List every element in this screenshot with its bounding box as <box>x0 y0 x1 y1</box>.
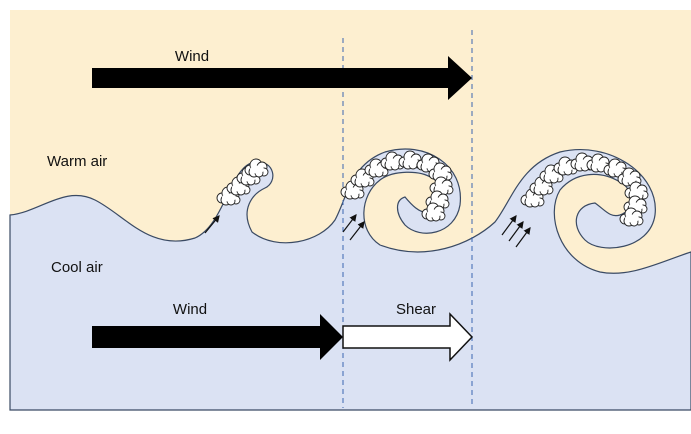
lower-wind-label: Wind <box>173 301 207 318</box>
upper-wind-label: Wind <box>175 48 209 65</box>
cool-air-label: Cool air <box>51 259 103 276</box>
warm-air-label: Warm air <box>47 153 107 170</box>
shear-label: Shear <box>396 301 436 318</box>
